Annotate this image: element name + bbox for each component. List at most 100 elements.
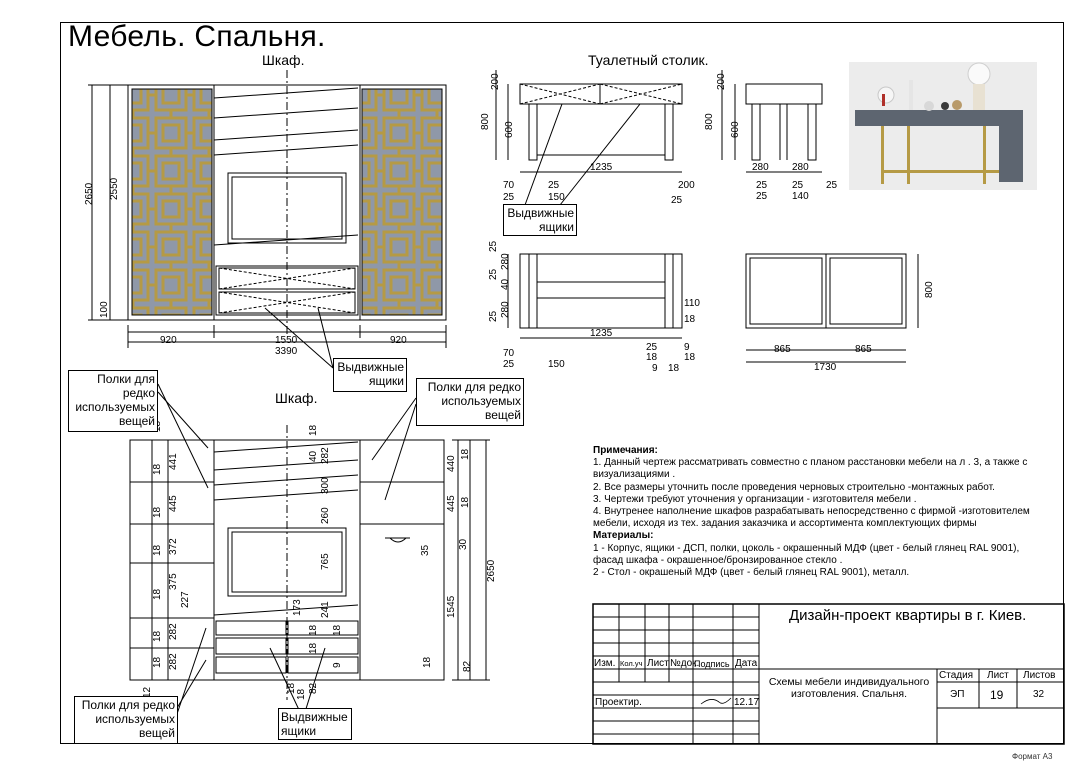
dim-b-r35: 35 [420, 544, 431, 556]
dim-p-25b: 25 [488, 310, 499, 322]
dim-b-r18c: 18 [422, 656, 433, 668]
wardrobe-section-label: Шкаф. [275, 390, 318, 406]
dim-t-h200: 200 [490, 73, 501, 90]
dim-h100: 100 [99, 301, 110, 318]
dim-s-h600: 600 [730, 121, 741, 138]
shelves-callout-left: Полки для редко используемых вещей [68, 370, 158, 432]
project-name: Дизайн-проект квартиры в г. Киев. [789, 607, 1027, 624]
dim-t-h600: 600 [504, 121, 515, 138]
col-sign: Подпись [694, 659, 730, 669]
note-line: 4. Внутренее наполнение шкафов разрабаты… [593, 506, 1030, 518]
dim-b-r2650: 2650 [486, 559, 497, 582]
dim-t-d25c: 25 [671, 195, 683, 206]
dim-b-r18a: 18 [460, 448, 471, 460]
dim-top-1730: 1730 [814, 362, 837, 373]
dim-t-d200: 200 [678, 180, 695, 191]
dim-s-280a: 280 [752, 162, 769, 173]
dim-b-c173: 173 [292, 599, 303, 616]
dim-s-h200: 200 [716, 73, 727, 90]
dim-s-140: 140 [792, 191, 809, 202]
dim-b-l282a: 282 [168, 623, 179, 640]
dim-t-w1235: 1235 [590, 162, 613, 173]
dim-b-l282b: 282 [168, 653, 179, 670]
dim-t-d25b: 25 [548, 180, 560, 191]
dim-b-l18f: 18 [152, 630, 163, 642]
dim-b-c82: 82 [308, 682, 319, 694]
sheet-description: Схемы мебели индивидуального изготовлени… [768, 676, 930, 700]
dim-p-110: 110 [684, 298, 700, 309]
dim-b-c765: 765 [320, 553, 331, 570]
materials-heading: Материалы: [593, 530, 654, 542]
drawers-callout-top: Выдвижные ящики [333, 358, 407, 392]
dim-top-800: 800 [924, 281, 935, 298]
col-izm: Изм. [594, 658, 616, 669]
col-kol: Кол.уч [620, 659, 643, 668]
shelves-callout-bottom: Полки для редко используемых вещей [74, 696, 178, 744]
dim-t-d70: 70 [503, 180, 515, 191]
stage-value: ЭП [950, 689, 965, 700]
dim-b-c18d: 18 [286, 682, 297, 694]
material-line: 2 - Стол - окрашеный МДФ (цвет - белый г… [593, 567, 910, 579]
dim-b-c9: 9 [332, 662, 343, 668]
dim-b-l12: 12 [142, 686, 153, 698]
dim-s-25d: 25 [826, 180, 838, 191]
dim-p-18c: 18 [684, 352, 696, 363]
dim-s-25a: 25 [756, 180, 768, 191]
dim-w3390: 3390 [275, 346, 298, 357]
dim-b-c18b: 18 [332, 624, 343, 636]
note-line: визуализациями . [593, 469, 676, 481]
dim-p-280a: 280 [500, 253, 511, 270]
sheet-label: Лист [987, 670, 1009, 681]
col-doc: №док. [670, 658, 700, 669]
dim-p-w1235: 1235 [590, 328, 613, 339]
dim-b-r18b: 18 [460, 496, 471, 508]
dim-b-c282: 282 [320, 447, 331, 464]
dim-top-865a: 865 [774, 344, 791, 355]
title-block: Дизайн-проект квартиры в г. Киев. Изм. К… [592, 603, 1065, 745]
dim-b-l18g: 18 [152, 656, 163, 668]
dim-p-25c: 25 [488, 240, 499, 252]
dim-b-c40: 40 [308, 450, 319, 462]
dim-w920b: 920 [390, 335, 407, 346]
dim-p-280b: 280 [500, 301, 511, 318]
dim-b-c241: 241 [320, 601, 331, 618]
dim-w920a: 920 [160, 335, 177, 346]
material-line: фасад шкафа - окрашенное/бронзированное … [593, 554, 843, 566]
dim-s-25b: 25 [756, 191, 768, 202]
dim-b-l18b: 18 [152, 463, 163, 475]
sheet-title: Мебель. Спальня. [68, 20, 326, 53]
stage-label: Стадия [939, 670, 974, 681]
dim-b-r445: 445 [446, 495, 457, 512]
dim-b-r30: 30 [458, 538, 469, 550]
sheet-value: 19 [990, 688, 1004, 702]
sheet-format: Формат А3 [1012, 752, 1053, 761]
dim-b-r82: 82 [462, 660, 473, 672]
sheets-value: 32 [1033, 689, 1045, 700]
dim-b-c18c: 18 [308, 642, 319, 654]
drawers-callout-bottom: Выдвижные ящики [278, 708, 352, 740]
dim-w1550: 1550 [275, 335, 298, 346]
dim-b-l372: 372 [168, 538, 179, 555]
dim-p-40: 40 [500, 278, 511, 290]
dim-b-r1545: 1545 [446, 595, 457, 618]
dim-top-865b: 865 [855, 344, 872, 355]
dim-s-h800: 800 [704, 113, 715, 130]
dim-b-c300: 300 [320, 477, 331, 494]
drawing-frame [60, 22, 1064, 744]
col-list: Лист [647, 658, 669, 669]
dressing-table-label: Туалетный столик. [588, 52, 709, 68]
dim-t-d25: 25 [503, 192, 515, 203]
dim-p-9b: 9 [652, 363, 658, 374]
dim-b-c18a: 18 [308, 624, 319, 636]
dim-h2650: 2650 [84, 182, 95, 205]
dim-p-9a: 9 [684, 342, 690, 353]
dim-p-25e: 25 [503, 359, 515, 370]
dim-b-r440: 440 [446, 455, 457, 472]
dim-b-l445: 445 [168, 495, 179, 512]
dim-b-l18e: 18 [152, 588, 163, 600]
dressing-table-photo [849, 62, 1037, 190]
material-line: 1 - Корпус, ящики - ДСП, полки, цоколь -… [593, 542, 1020, 554]
